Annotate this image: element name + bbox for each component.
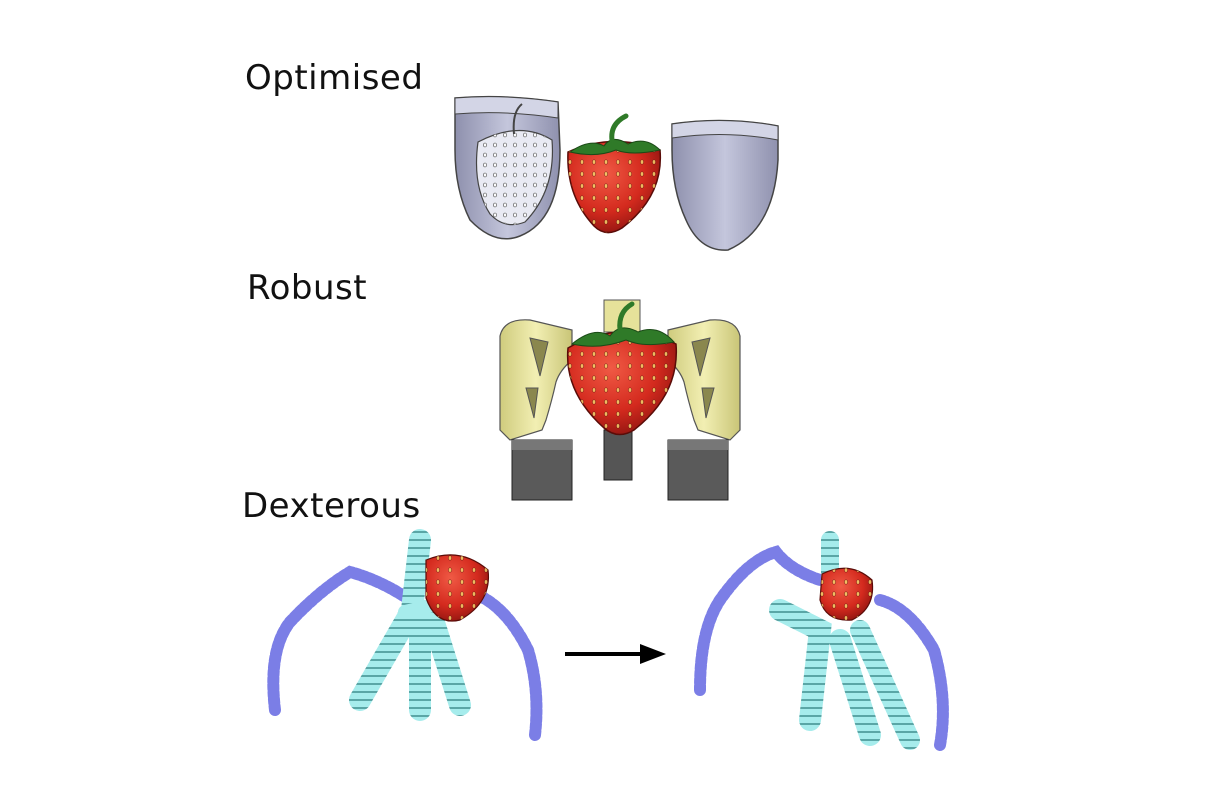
mould-half-closed-icon <box>671 119 779 251</box>
dexterous-gripper-closed-icon <box>694 531 949 751</box>
label-robust: Robust <box>247 268 368 308</box>
strawberry-optimised-icon <box>567 113 662 234</box>
arrow-right-icon <box>565 644 666 664</box>
label-optimised: Optimised <box>245 58 424 98</box>
dexterous-gripper-open-icon <box>267 529 543 741</box>
strawberry-robust-icon <box>566 301 678 436</box>
label-dexterous: Dexterous <box>242 486 421 526</box>
mould-half-open-icon <box>454 95 561 240</box>
